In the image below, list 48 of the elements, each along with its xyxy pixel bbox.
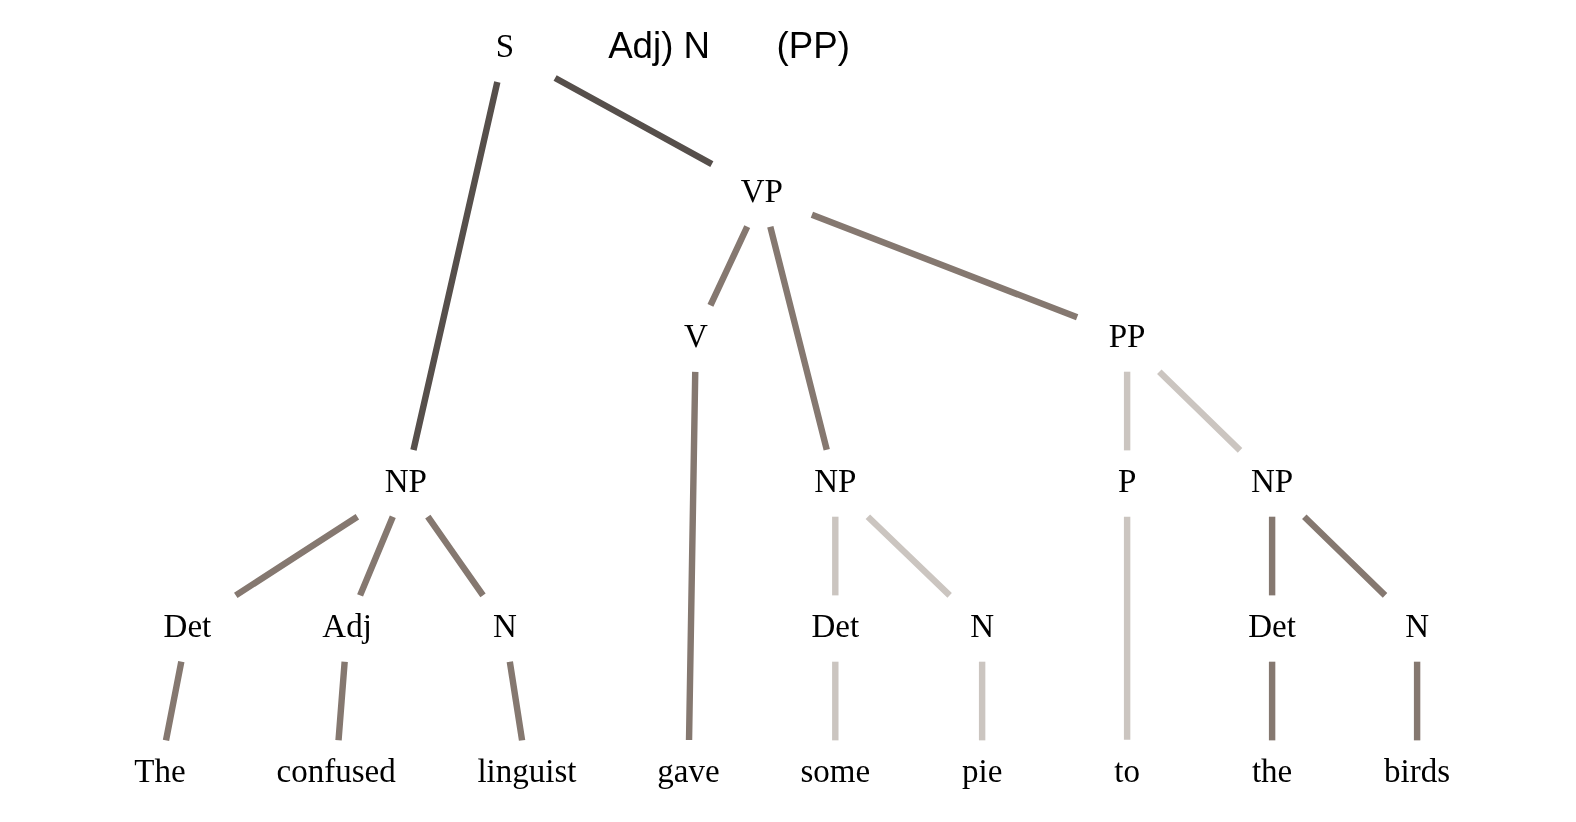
node-text: N — [492, 607, 517, 644]
connector — [810, 211, 1078, 321]
connector — [1268, 516, 1275, 596]
connector — [978, 661, 985, 741]
node-text: PP — [1108, 317, 1145, 354]
node-text: NP — [1250, 462, 1293, 499]
node-text: Det — [1247, 607, 1296, 644]
connector — [766, 226, 830, 451]
connector — [707, 225, 750, 307]
connector — [356, 515, 396, 597]
node-text: NP — [384, 462, 427, 499]
connector — [831, 516, 838, 596]
node-text: pie — [961, 752, 1002, 789]
connector — [162, 661, 184, 741]
connector — [831, 661, 838, 741]
connector — [1268, 661, 1275, 741]
node-text: The — [133, 752, 186, 789]
node-text: Adj — [321, 607, 372, 644]
node-text: N — [1404, 607, 1429, 644]
connector — [334, 661, 348, 741]
node-text: Det — [810, 607, 859, 644]
connector — [506, 661, 525, 741]
node-text: some — [799, 752, 870, 789]
node-text: linguist — [476, 752, 576, 789]
node-text: confused — [275, 752, 396, 789]
node-text: P — [1117, 462, 1136, 499]
node-text: N — [969, 607, 994, 644]
node-text: the — [1251, 752, 1292, 789]
node-text: V — [683, 317, 708, 354]
connector — [424, 514, 486, 598]
label: Adj) N — [607, 24, 710, 66]
node-text: to — [1113, 752, 1140, 789]
connector — [1301, 514, 1387, 598]
node-text: S — [495, 27, 514, 64]
connector — [1156, 369, 1242, 453]
node-text: NP — [813, 462, 856, 499]
connector — [233, 514, 359, 599]
connector — [553, 75, 713, 167]
node-text: Det — [163, 607, 211, 644]
node-text: VP — [740, 172, 783, 209]
connector — [409, 81, 500, 451]
connector — [865, 514, 952, 598]
connector — [1123, 516, 1130, 740]
node-text: gave — [656, 752, 720, 789]
node-text: birds — [1383, 752, 1450, 789]
connector — [1123, 371, 1130, 451]
label: (PP) — [776, 24, 850, 66]
connector — [1413, 661, 1420, 741]
